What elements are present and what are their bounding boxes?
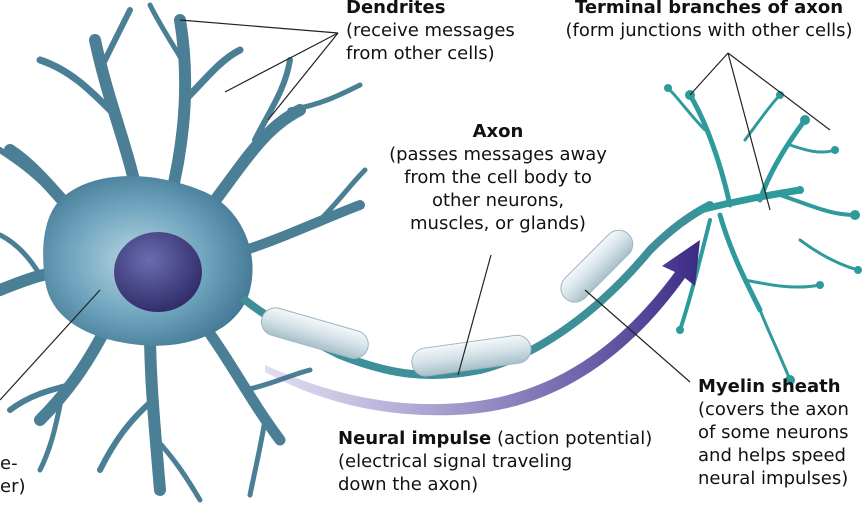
dendrites-line1: (receive messages [346, 20, 515, 41]
axon-line2: from the cell body to [404, 167, 592, 188]
terminal-line1: (form junctions with other cells) [565, 20, 853, 41]
terminal-knobs [664, 84, 862, 385]
impulse-label: Neural impulse (action potential) (elect… [338, 427, 652, 496]
impulse-title: Neural impulse [338, 428, 492, 449]
impulse-line2: down the axon) [338, 474, 479, 495]
myelin-label: Myelin sheath (covers the axon of some n… [698, 375, 849, 490]
myelin-title: Myelin sheath [698, 376, 841, 397]
myelin-line2: of some neurons [698, 422, 849, 443]
terminal-title: Terminal branches of axon [574, 0, 844, 18]
leader-lines [0, 19, 831, 401]
cell-body-label-partial: e- er) [0, 452, 26, 498]
axon-line3: other neurons, [431, 190, 565, 211]
dendrites-label: Dendrites (receive messages from other c… [346, 0, 515, 65]
terminal-branches-label: Terminal branches of axon (form junction… [556, 0, 862, 42]
impulse-line1: (electrical signal traveling [338, 451, 573, 472]
cell-body-line2: er) [0, 476, 26, 497]
axon-label: Axon (passes messages away from the cell… [378, 120, 618, 235]
dendrites-title: Dendrites [346, 0, 446, 18]
terminal-branches [666, 86, 860, 382]
cell-body-line1: e- [0, 453, 18, 474]
axon-title: Axon [472, 121, 524, 142]
myelin-line1: (covers the axon [698, 399, 849, 420]
axon-line4: muscles, or glands) [410, 213, 586, 234]
dendrites-line2: from other cells) [346, 43, 495, 64]
myelin-line3: and helps speed [698, 445, 846, 466]
axon-line1: (passes messages away [389, 144, 607, 165]
impulse-title-rest: (action potential) [491, 428, 653, 449]
nucleus [114, 232, 202, 312]
myelin-line4: neural impulses) [698, 468, 849, 489]
myelin-segments [260, 229, 634, 377]
